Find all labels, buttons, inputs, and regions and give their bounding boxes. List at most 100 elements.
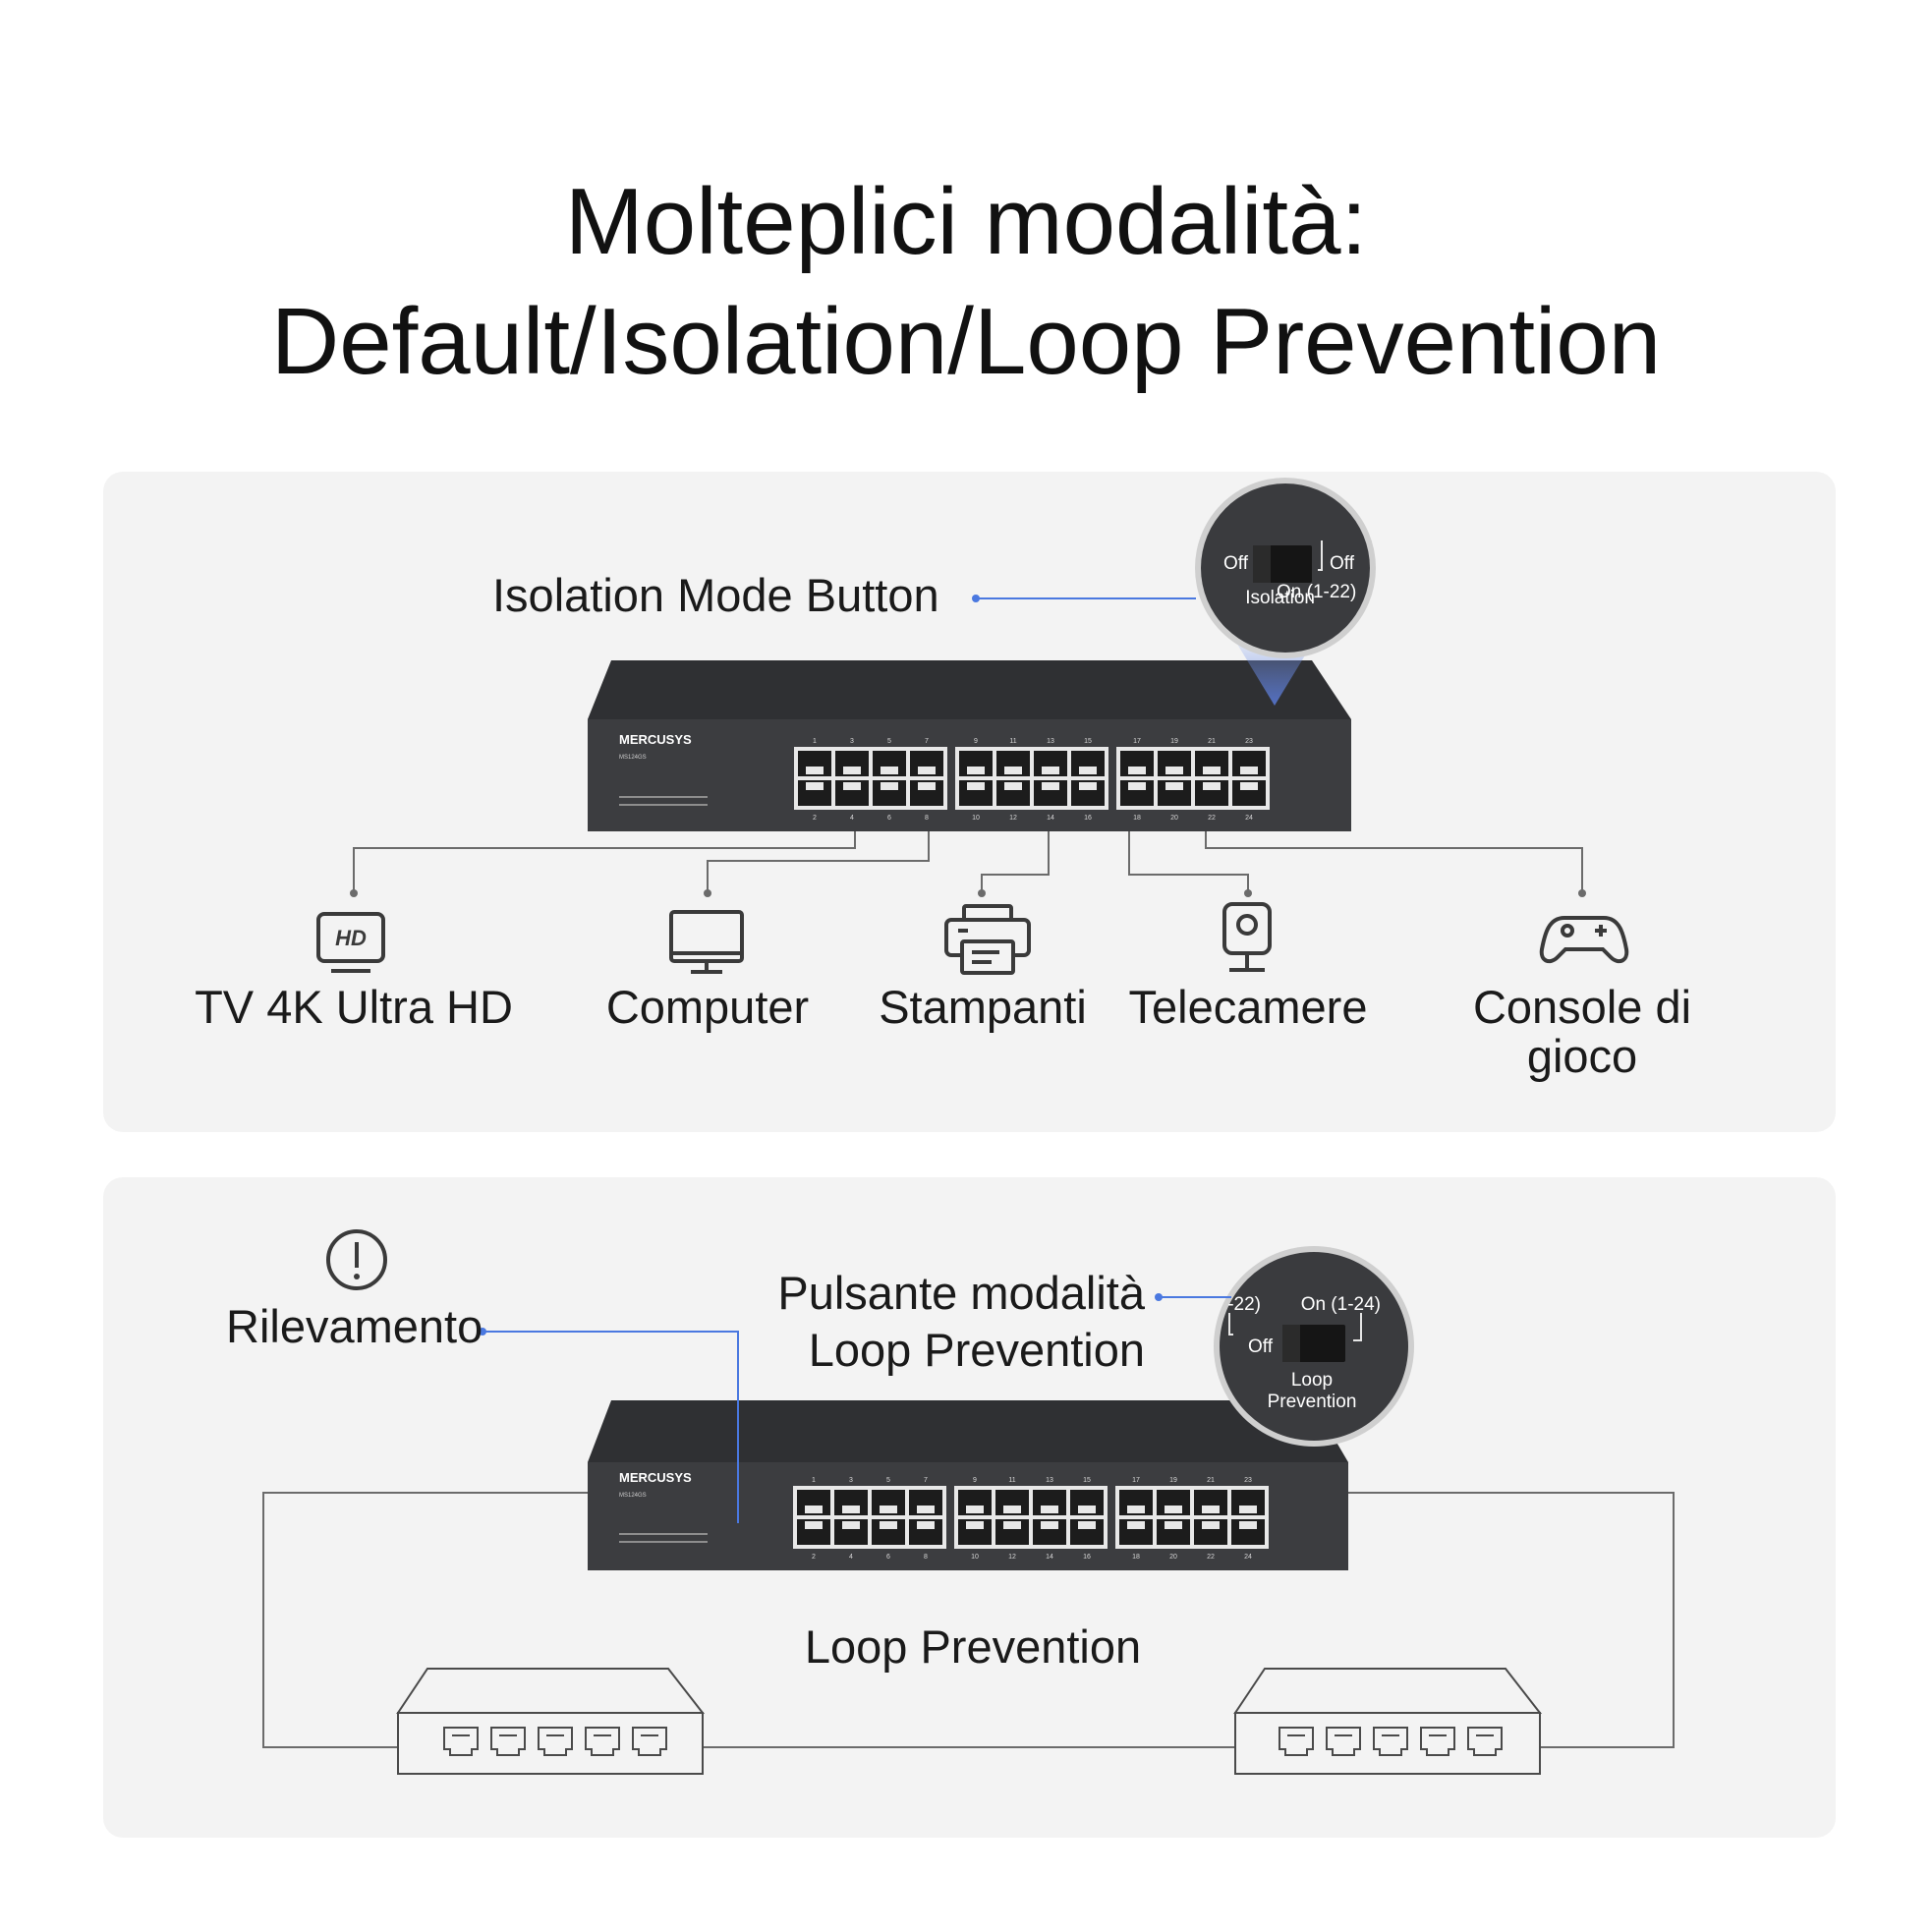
device-label-tv: TV 4K Ultra HD bbox=[195, 981, 513, 1033]
small-switch-left bbox=[396, 1668, 706, 1775]
small-ethernet-port bbox=[1373, 1727, 1408, 1756]
svg-text:MS124GS: MS124GS bbox=[619, 755, 647, 761]
port-number-label: 17 bbox=[1133, 738, 1141, 745]
port-number-label: 8 bbox=[924, 1554, 928, 1561]
port-number-label: 12 bbox=[1009, 815, 1017, 822]
port-number-label: 5 bbox=[886, 1477, 890, 1484]
small-switch-right bbox=[1233, 1668, 1543, 1775]
switch-brand: MERCUSYS bbox=[619, 1470, 692, 1485]
detection-pointer bbox=[483, 1331, 739, 1523]
port-number-label: 24 bbox=[1244, 1554, 1252, 1561]
security-camera-icon bbox=[1222, 902, 1272, 972]
zoom-off-right: Off bbox=[1330, 553, 1355, 574]
port-number-label: 1 bbox=[812, 1477, 816, 1484]
small-ethernet-port bbox=[1279, 1727, 1314, 1756]
port-number-label: 9 bbox=[974, 738, 978, 745]
zoom-left-fragment: -22) bbox=[1227, 1294, 1261, 1315]
port-number-label: 11 bbox=[1008, 1477, 1015, 1484]
alert-icon bbox=[326, 1229, 387, 1290]
port-number-label: 2 bbox=[813, 815, 817, 822]
port-number-label: 9 bbox=[973, 1477, 977, 1484]
port-number-label: 4 bbox=[850, 815, 854, 822]
port-number-label: 12 bbox=[1008, 1554, 1016, 1561]
port-number-label: 14 bbox=[1046, 1554, 1053, 1561]
small-ethernet-port bbox=[1420, 1727, 1455, 1756]
detection-label: Rilevamento bbox=[226, 1300, 483, 1352]
port-number-label: 20 bbox=[1169, 1554, 1177, 1561]
device-label-computer: Computer bbox=[605, 981, 810, 1033]
hd-badge: HD bbox=[335, 926, 367, 950]
zoom-off-left: Off bbox=[1223, 553, 1249, 574]
computer-monitor-icon bbox=[669, 910, 744, 974]
port-number-label: 7 bbox=[924, 1477, 928, 1484]
port-number-label: 6 bbox=[886, 1554, 890, 1561]
port-number-label: 11 bbox=[1009, 738, 1016, 745]
page-title: Molteplici modalità: Default/Isolation/L… bbox=[0, 162, 1932, 402]
device-connection-lines bbox=[353, 825, 1583, 891]
device-label-camera: Telecamere bbox=[1128, 981, 1368, 1033]
port-number-label: 7 bbox=[925, 738, 929, 745]
small-switch-ports bbox=[443, 1727, 1503, 1756]
port-number-label: 1 bbox=[813, 738, 817, 745]
port-number-label: 6 bbox=[887, 815, 891, 822]
small-ethernet-port bbox=[538, 1727, 573, 1756]
port-number-label: 19 bbox=[1169, 1477, 1177, 1484]
port-number-label: 21 bbox=[1207, 1477, 1215, 1484]
port-number-label: 18 bbox=[1132, 1554, 1140, 1561]
game-controller-icon bbox=[1539, 916, 1629, 964]
port-number-label: 3 bbox=[850, 738, 854, 745]
port-number-label: 10 bbox=[971, 1554, 979, 1561]
loop-button-label-line1: Pulsante modalità bbox=[777, 1267, 1145, 1319]
port-number-label: 13 bbox=[1046, 1477, 1053, 1484]
port-number-label: 5 bbox=[887, 738, 891, 745]
device-label-console: Console di gioco bbox=[1472, 981, 1692, 1082]
port-number-label: 22 bbox=[1207, 1554, 1215, 1561]
port-number-label: 22 bbox=[1208, 815, 1216, 822]
zoom-isolation-name: Isolation bbox=[1245, 588, 1315, 608]
port-number-label: 13 bbox=[1047, 738, 1054, 745]
hd-tv-icon bbox=[316, 912, 385, 973]
port-number-label: 23 bbox=[1245, 738, 1253, 745]
title-line-1: Molteplici modalità: bbox=[564, 169, 1368, 274]
switch-top-surface bbox=[588, 660, 1351, 719]
port-number-label: 10 bbox=[972, 815, 980, 822]
small-ethernet-port bbox=[443, 1727, 479, 1756]
switch-brand: MERCUSYS bbox=[619, 732, 692, 747]
port-number-label: 14 bbox=[1047, 815, 1054, 822]
zoom-on-label: On (1-22) bbox=[1277, 582, 1357, 602]
small-ethernet-port bbox=[1467, 1727, 1503, 1756]
loop-cable-lines bbox=[262, 1492, 1675, 1748]
zoom-name-line2: Prevention bbox=[1268, 1392, 1357, 1412]
port-number-label: 3 bbox=[849, 1477, 853, 1484]
isolation-mode-button-label: Isolation Mode Button bbox=[492, 569, 939, 621]
port-number-label: 19 bbox=[1170, 738, 1178, 745]
device-label-printer: Stampanti bbox=[879, 981, 1087, 1033]
port-number-label: 23 bbox=[1244, 1477, 1252, 1484]
port-number-label: 15 bbox=[1083, 1477, 1091, 1484]
port-number-label: 16 bbox=[1084, 815, 1092, 822]
small-ethernet-port bbox=[632, 1727, 667, 1756]
printer-icon bbox=[944, 904, 1031, 975]
port-number-label: 18 bbox=[1133, 815, 1141, 822]
zoom-on-label: On (1-24) bbox=[1301, 1294, 1381, 1315]
status-leds bbox=[619, 796, 708, 806]
switch-top-surface bbox=[588, 1400, 1348, 1462]
port-number-label: 21 bbox=[1208, 738, 1216, 745]
port-number-label: 4 bbox=[849, 1554, 853, 1561]
zoom-off-label: Off bbox=[1248, 1336, 1274, 1357]
small-ethernet-port bbox=[490, 1727, 526, 1756]
port-number-label: 16 bbox=[1083, 1554, 1091, 1561]
small-ethernet-port bbox=[1326, 1727, 1361, 1756]
port-number-label: 2 bbox=[812, 1554, 816, 1561]
isolation-diagram: MERCUSYS MS124GS 12345678910111213141516… bbox=[316, 478, 1629, 975]
port-number-label: 8 bbox=[925, 815, 929, 822]
small-ethernet-port bbox=[585, 1727, 620, 1756]
svg-text:MS124GS: MS124GS bbox=[619, 1493, 647, 1499]
loop-prevention-center-label: Loop Prevention bbox=[804, 1620, 1142, 1673]
port-number-label: 20 bbox=[1170, 815, 1178, 822]
loop-button-label-line2: Loop Prevention bbox=[808, 1324, 1145, 1376]
